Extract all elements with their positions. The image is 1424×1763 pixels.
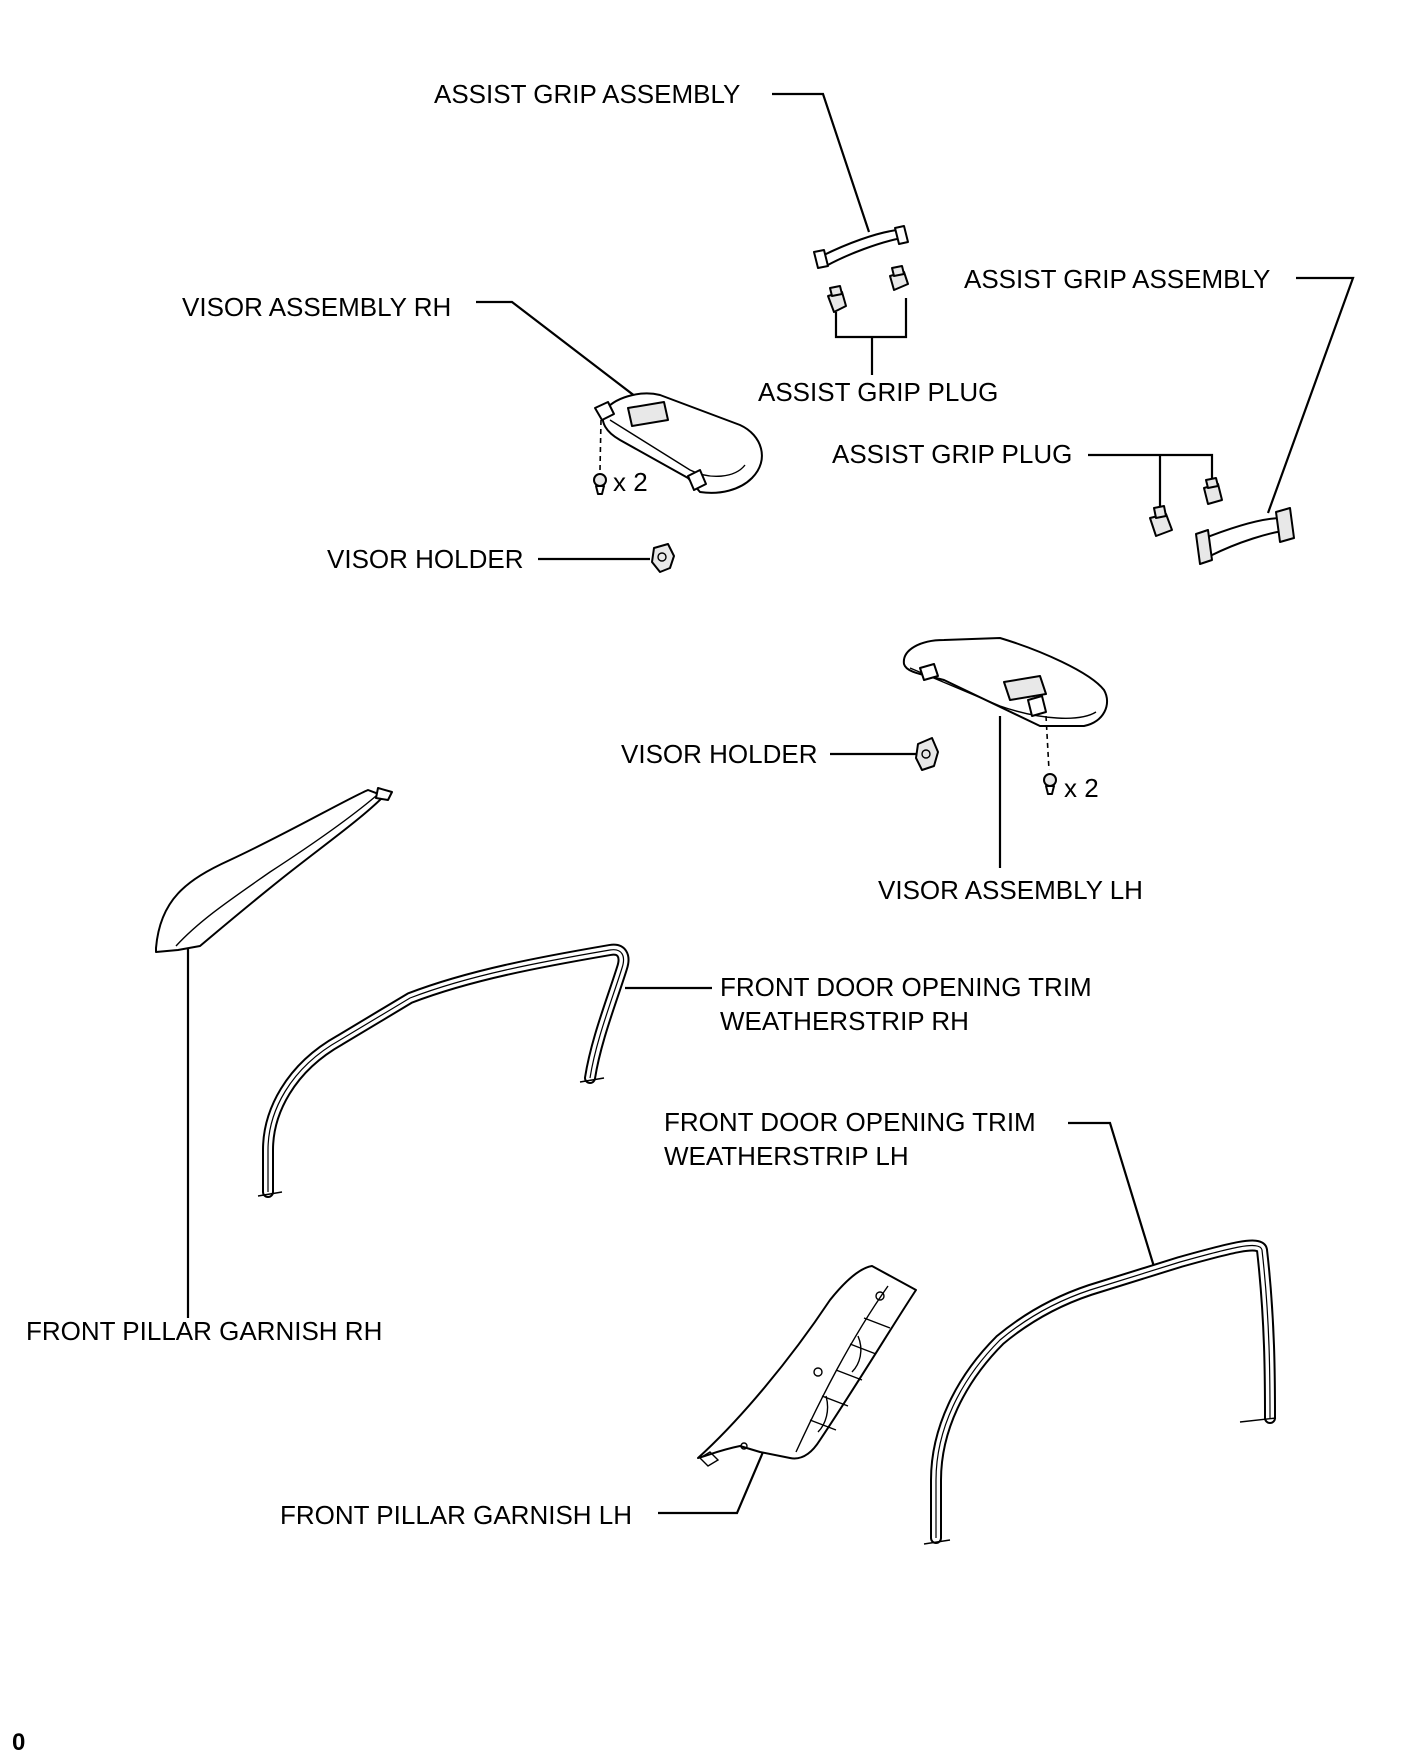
assist-grip-right-drawing: [1195, 507, 1295, 565]
front-door-trim-lh-drawing: [923, 1239, 1277, 1545]
assist-grip-plugs-right-drawing: [1149, 477, 1223, 537]
assist-grip-top-drawing: [813, 225, 909, 269]
label-assist-grip-assembly-right: ASSIST GRIP ASSEMBLY: [964, 264, 1270, 294]
assist-grip-plugs-top-drawing: [827, 265, 909, 313]
leader-lines: [186, 92, 1355, 1515]
front-pillar-garnish-lh-drawing: [697, 1265, 917, 1467]
label-visor-holder-2: VISOR HOLDER: [621, 739, 818, 769]
label-front-pillar-garnish-rh: FRONT PILLAR GARNISH RH: [26, 1316, 382, 1346]
labels: ASSIST GRIP ASSEMBLY ASSIST GRIP ASSEMBL…: [12, 79, 1270, 1756]
label-assist-grip-plug-top: ASSIST GRIP PLUG: [758, 377, 998, 407]
label-front-pillar-garnish-lh: FRONT PILLAR GARNISH LH: [280, 1500, 632, 1530]
label-visor-holder-1: VISOR HOLDER: [327, 544, 524, 574]
visor-rh-drawing: [593, 392, 763, 495]
label-visor-assembly-rh: VISOR ASSEMBLY RH: [182, 292, 451, 322]
label-front-door-trim-lh-line2: WEATHERSTRIP LH: [664, 1141, 909, 1171]
front-door-trim-rh-drawing: [257, 943, 630, 1198]
label-visor-screw-count-rh: x 2: [613, 467, 648, 497]
visor-holder-1-drawing: [651, 543, 675, 573]
front-pillar-garnish-rh-drawing: [155, 787, 393, 953]
page-marker: 0: [12, 1729, 25, 1756]
label-front-door-trim-lh-line1: FRONT DOOR OPENING TRIM: [664, 1107, 1036, 1137]
visor-lh-drawing: [902, 637, 1109, 795]
visor-holder-2-drawing: [915, 737, 939, 771]
label-assist-grip-plug-right: ASSIST GRIP PLUG: [832, 439, 1072, 469]
label-front-door-trim-rh-line2: WEATHERSTRIP RH: [720, 1006, 969, 1036]
label-visor-screw-count-lh: x 2: [1064, 773, 1099, 803]
label-assist-grip-assembly-top: ASSIST GRIP ASSEMBLY: [434, 79, 740, 109]
label-visor-assembly-lh: VISOR ASSEMBLY LH: [878, 875, 1143, 905]
label-front-door-trim-rh-line1: FRONT DOOR OPENING TRIM: [720, 972, 1092, 1002]
